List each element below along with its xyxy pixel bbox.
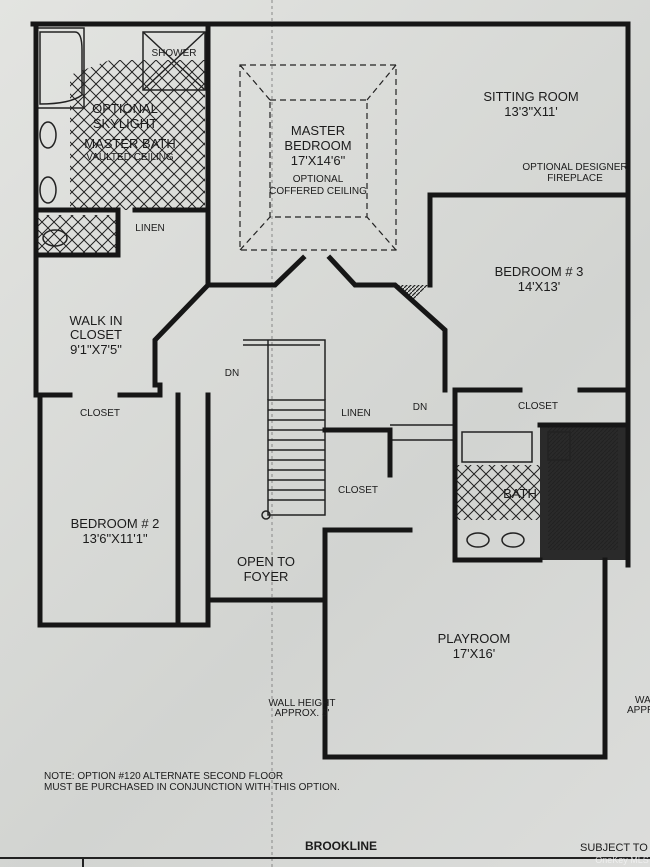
closet-label-bed3: CLOSET (518, 401, 558, 412)
skylight-label-2: SKYLIGHT (93, 116, 157, 131)
walk-in-closet-label-1: WALK IN (70, 313, 123, 328)
shower-label: SHOWER (152, 48, 197, 59)
down-label-1: DN (225, 368, 239, 379)
fireplace-label-1: OPTIONAL DESIGNER (522, 162, 627, 173)
coffered-ceiling-outline (239, 64, 397, 251)
wall-height-label-1: WALL HEIGHT (268, 698, 335, 709)
vaulted-ceiling-label: VAULTED CEILING (86, 152, 174, 163)
note-line-2: MUST BE PURCHASED IN CONJUNCTION WITH TH… (44, 782, 340, 793)
subject-note: SUBJECT TO V (580, 842, 650, 854)
sitting-room-dimensions: 13'3"X11' (504, 104, 557, 119)
wall-height-right-2: APPR (627, 705, 650, 716)
master-bedroom-dimensions: 17'X14'6" (291, 153, 346, 168)
closet-label-hall: CLOSET (338, 485, 378, 496)
plan-title: BROOKLINE (305, 839, 377, 853)
bath-label: BATH (503, 486, 537, 501)
walk-in-closet-label-2: CLOSET (70, 327, 122, 342)
linen-label-1: LINEN (135, 223, 164, 234)
wall-height-right-1: WALL H (635, 695, 650, 706)
bedroom-2-label: BEDROOM # 2 (71, 516, 160, 531)
closet-label-bed2: CLOSET (80, 408, 120, 419)
skylight-label-1: OPTIONAL (92, 101, 158, 116)
notes: NOTE: OPTION #120 ALTERNATE SECOND FLOOR… (0, 771, 650, 867)
staircase (243, 339, 455, 520)
bedroom-2-dimensions: 13'6"X11'1" (82, 531, 148, 546)
linen-label-2: LINEN (341, 408, 370, 419)
bedroom-3-label: BEDROOM # 3 (495, 264, 584, 279)
walk-in-closet-dimensions: 9'1"X7'5" (70, 342, 122, 357)
room-labels: SHOWER OPTIONAL SKYLIGHT MASTER BATH VAU… (70, 48, 650, 719)
watermark: OneKey MLS (595, 855, 649, 865)
down-label-2: DN (413, 402, 427, 413)
note-line-1: NOTE: OPTION #120 ALTERNATE SECOND FLOOR (44, 771, 283, 782)
bedroom-3-dimensions: 14'X13' (518, 279, 561, 294)
master-bath-label: MASTER BATH (84, 136, 176, 151)
coffered-label-2: COFFERED CEILING (269, 186, 367, 197)
fireplace-label-2: FIREPLACE (547, 173, 603, 184)
coffered-label-1: OPTIONAL (293, 174, 344, 185)
master-bedroom-label-1: MASTER (291, 123, 345, 138)
master-bedroom-label-2: BEDROOM (284, 138, 351, 153)
playroom-dimensions: 17'X16' (453, 646, 496, 661)
walls (30, 21, 631, 760)
open-to-foyer-label-2: FOYER (244, 569, 289, 584)
sitting-room-label: SITTING ROOM (483, 89, 578, 104)
wall-height-label-2: APPROX. 5' (275, 708, 330, 719)
open-to-foyer-label-1: OPEN TO (237, 554, 295, 569)
tile-floors (38, 60, 626, 560)
fixtures (35, 27, 571, 548)
playroom-label: PLAYROOM (438, 631, 511, 646)
